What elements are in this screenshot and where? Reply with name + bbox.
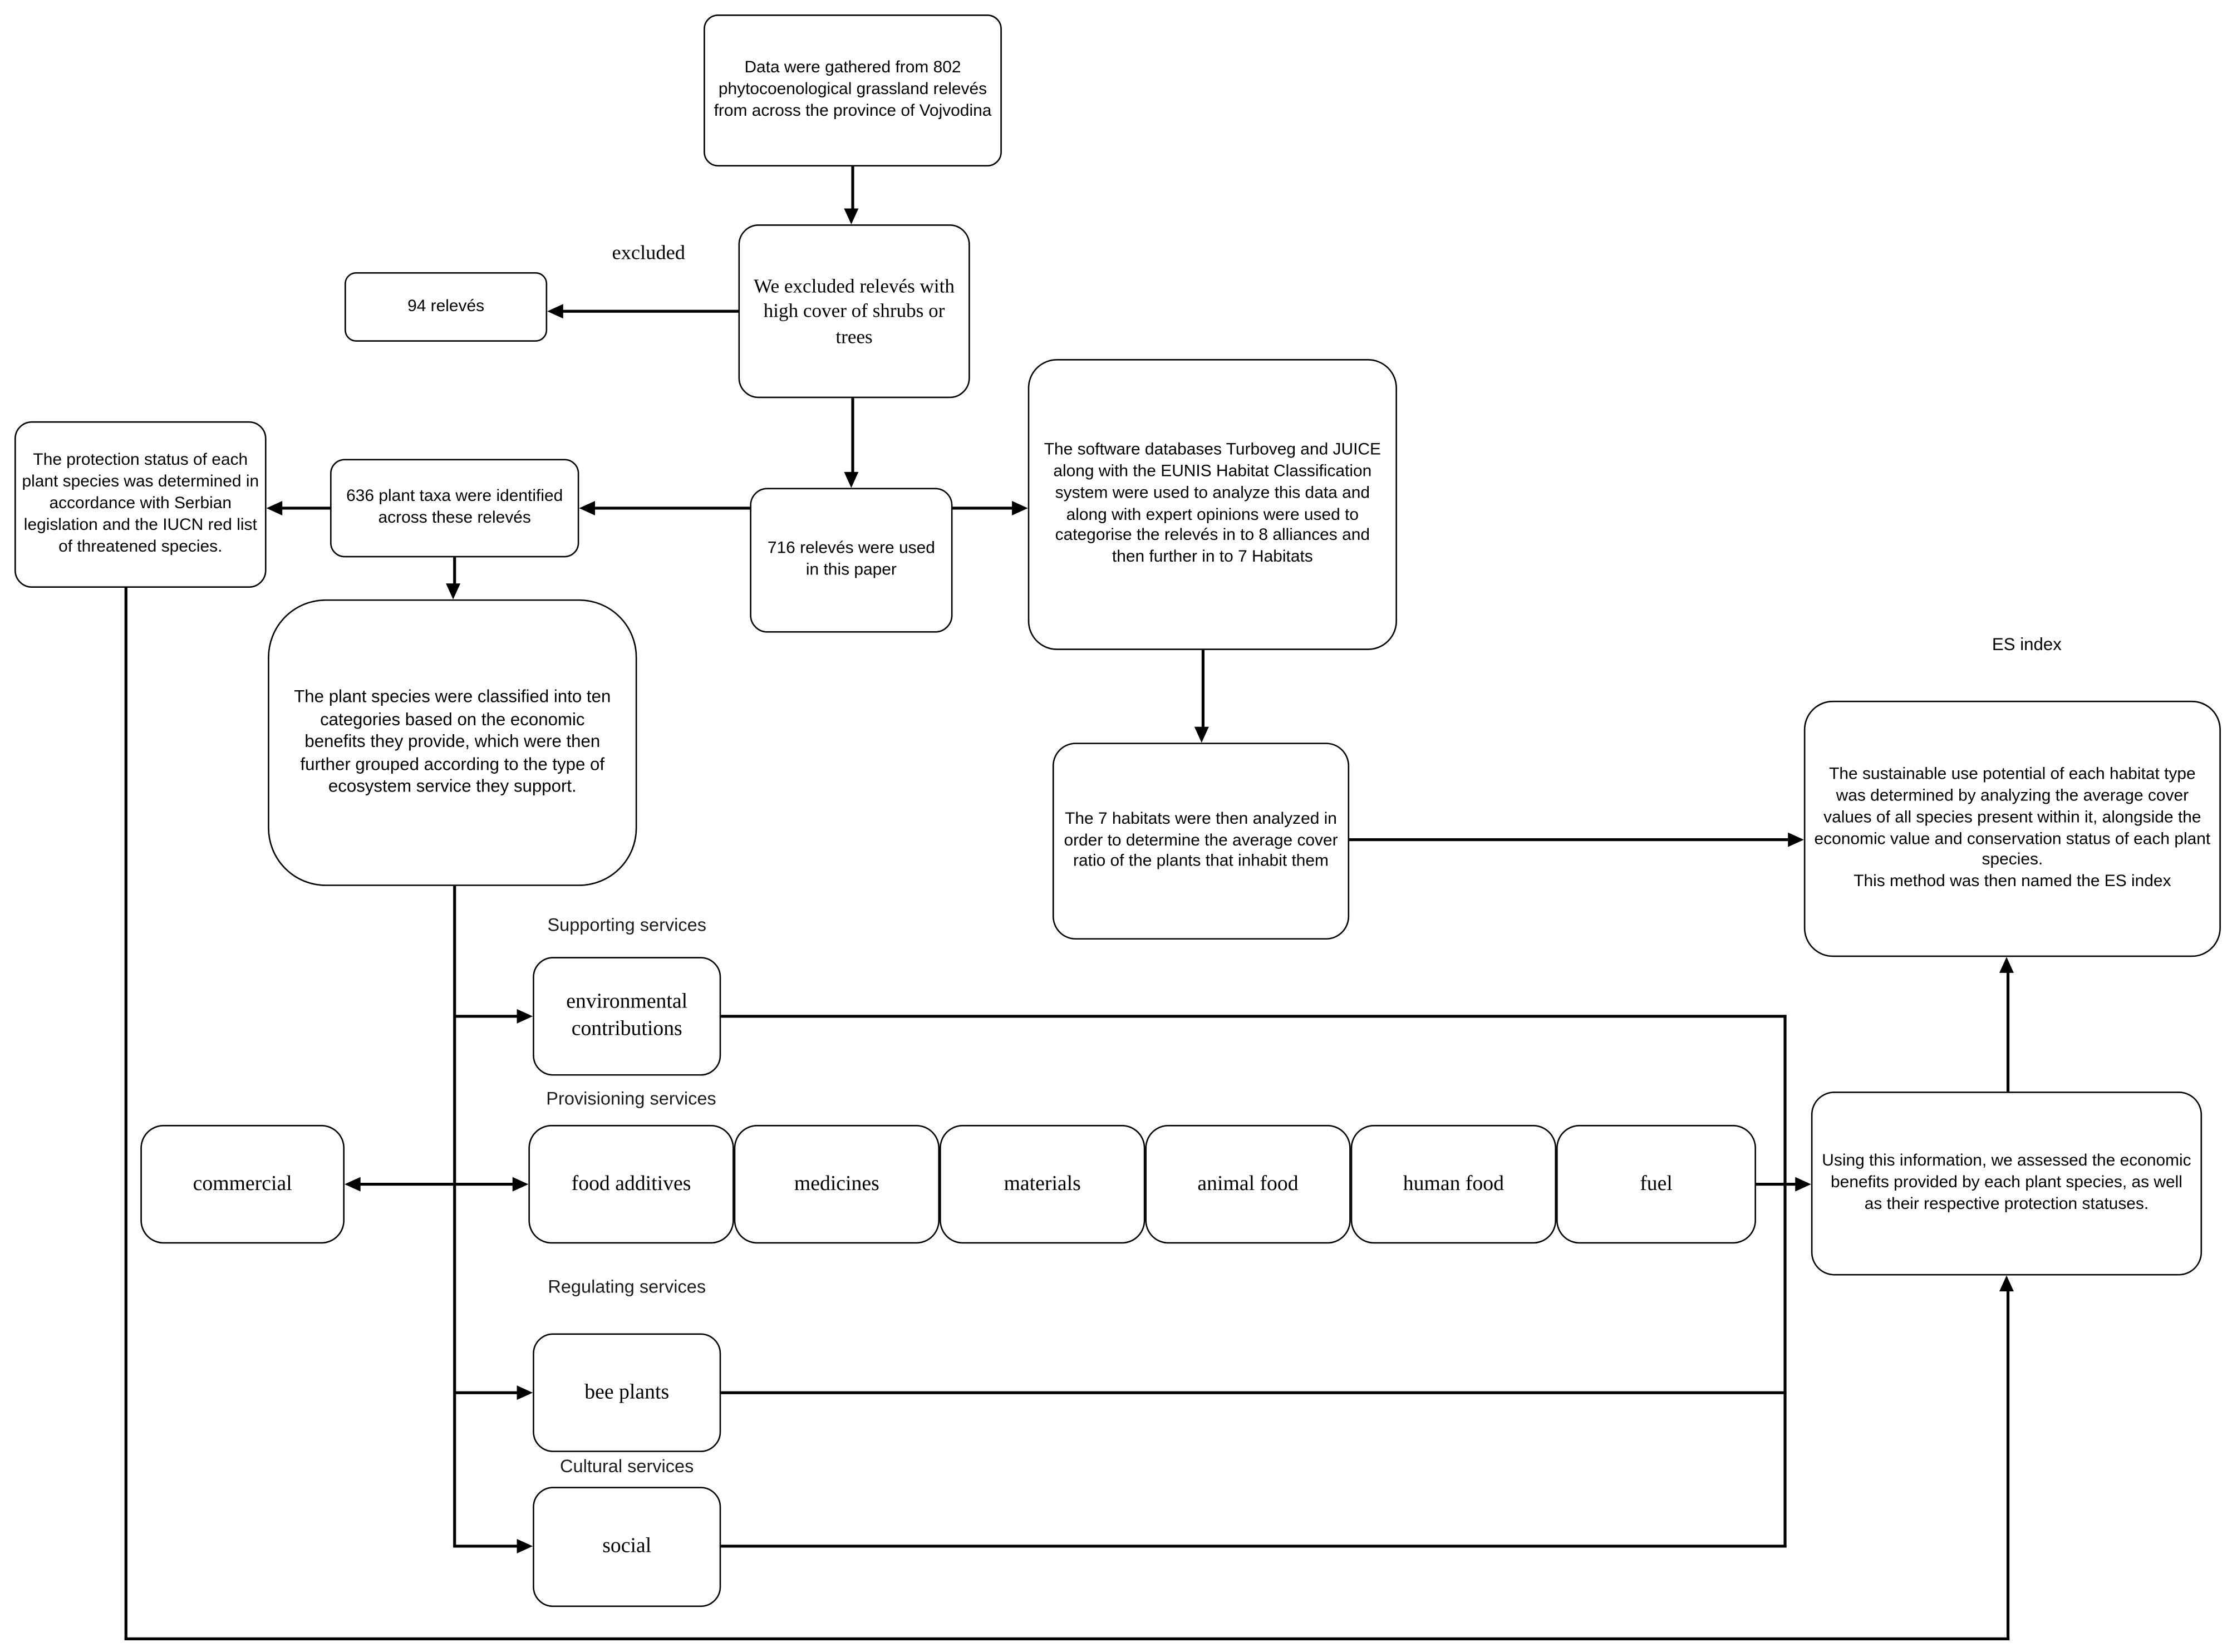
connector-bottom-line — [124, 1637, 2010, 1640]
label-es-index: ES index — [1992, 634, 2062, 655]
node-materials: materials — [940, 1124, 1145, 1244]
connector-merge-vertical — [1783, 1015, 1787, 1548]
node-data-gathered: Data were gathered from 802 phytocoenolo… — [704, 14, 1002, 167]
connector-716-to-636 — [593, 507, 750, 510]
node-636-taxa: 636 plant taxa were identified across th… — [330, 459, 579, 558]
arrowhead-into-commercial — [345, 1177, 361, 1192]
arrowhead-into-software-databases — [1012, 500, 1028, 515]
node-software-databases: The software databases Turboveg and JUIC… — [1027, 359, 1397, 650]
connector-bee-to-merge — [721, 1391, 1787, 1394]
node-7-habitats: The 7 habitats were then analyzed in ord… — [1052, 743, 1350, 940]
connector-636-to-classification — [453, 557, 456, 587]
connector-using-to-es — [2006, 970, 2010, 1092]
connector-branch-to-bee-plants — [454, 1391, 520, 1394]
connector-habitats-to-es — [1349, 838, 1788, 842]
connector-commercial-foodadditives — [359, 1183, 515, 1186]
connector-716-to-software — [952, 507, 1015, 510]
node-protection-status: The protection status of each plant spec… — [14, 421, 267, 588]
node-medicines: medicines — [734, 1124, 940, 1244]
connector-branch-to-environmental — [454, 1015, 520, 1018]
node-bee-plants: bee plants — [533, 1333, 721, 1452]
connector-bottom-riser — [2006, 1291, 2010, 1640]
node-commercial: commercial — [140, 1124, 345, 1244]
connector-branch-to-social — [454, 1545, 520, 1548]
label-regulating-services: Regulating services — [548, 1277, 706, 1297]
label-provisioning-services: Provisioning services — [546, 1088, 716, 1109]
connector-636-to-protection — [281, 507, 331, 510]
node-environmental-contributions: environmental contributions — [533, 957, 721, 1076]
arrowhead-into-protection-status — [266, 500, 283, 515]
connector-excluded-to-716 — [851, 398, 854, 475]
label-excluded: excluded — [612, 243, 685, 265]
arrowhead-into-classification — [446, 583, 461, 599]
connector-classification-descender — [453, 886, 456, 1548]
arrowhead-up-into-using-info — [1999, 1275, 2014, 1292]
connector-protection-descender — [124, 588, 127, 1640]
connector-environmental-to-merge — [721, 1015, 1787, 1018]
node-social: social — [533, 1487, 721, 1607]
node-food-additives: food additives — [528, 1124, 734, 1244]
node-animal-food: animal food — [1145, 1124, 1351, 1244]
node-94-releves: 94 relevés — [345, 272, 548, 342]
arrowhead-up-into-es-box — [1999, 957, 2014, 973]
arrowhead-into-using-info — [1795, 1177, 1811, 1192]
node-classification: The plant species were classified into t… — [268, 599, 637, 886]
label-supporting-services: Supporting services — [547, 914, 707, 936]
connector-fuel-to-using — [1756, 1183, 1798, 1186]
connector-software-to-habitats — [1201, 650, 1205, 730]
connector-top-to-excluded — [851, 166, 854, 212]
arrowhead-into-716-releves — [844, 471, 859, 488]
arrowhead-into-94-releves — [547, 304, 563, 319]
arrowhead-into-excluded-box — [844, 208, 859, 225]
arrowhead-into-es-box — [1788, 832, 1804, 847]
label-cultural-services: Cultural services — [560, 1456, 694, 1477]
node-es-index: The sustainable use potential of each ha… — [1803, 700, 2221, 957]
arrowhead-into-food-additives — [512, 1177, 529, 1192]
connector-social-to-merge — [721, 1545, 1787, 1548]
node-human-food: human food — [1350, 1124, 1557, 1244]
es-index-text-line1: The sustainable use potential of each ha… — [1814, 765, 2211, 869]
node-fuel: fuel — [1556, 1124, 1757, 1244]
arrowhead-into-environmental — [517, 1009, 533, 1024]
connector-excluded-to-94 — [562, 309, 739, 313]
es-index-text-line2: This method was then named the ES index — [1853, 873, 2171, 891]
node-using-info: Using this information, we assessed the … — [1811, 1092, 2202, 1276]
arrowhead-into-social — [517, 1538, 533, 1553]
arrowhead-into-636-taxa — [579, 500, 596, 515]
node-716-releves: 716 relevés were used in this paper — [750, 488, 953, 633]
arrowhead-into-7-habitats — [1194, 726, 1209, 743]
node-excluded-releves: We excluded relevés with high cover of s… — [738, 224, 970, 399]
arrowhead-into-bee-plants — [517, 1385, 533, 1400]
